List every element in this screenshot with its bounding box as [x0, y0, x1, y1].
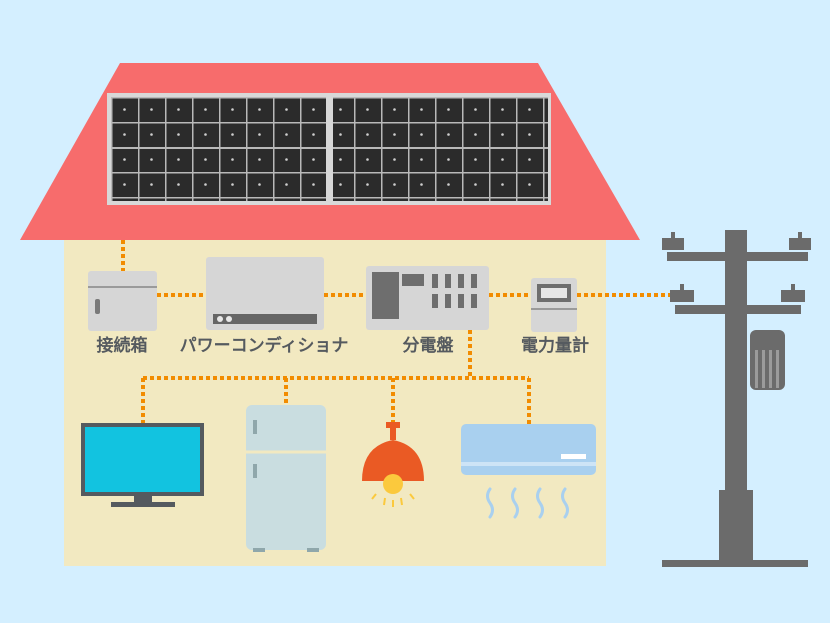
power-meter-icon	[531, 278, 577, 332]
distribution-board-label: 分電盤	[402, 336, 454, 356]
tv-icon	[81, 423, 204, 507]
air-conditioner-icon	[461, 424, 596, 519]
junction-box-icon	[88, 271, 157, 331]
junction-box-label: 接続箱	[96, 336, 148, 356]
lamp-icon	[362, 422, 424, 507]
utility-pole-icon	[662, 230, 811, 567]
distribution-board-icon	[366, 266, 489, 330]
power-conditioner-icon	[206, 257, 324, 330]
wiring	[121, 240, 675, 426]
power-meter-label: 電力量計	[521, 336, 589, 356]
solar-panel-icon	[107, 93, 551, 205]
refrigerator-icon	[246, 405, 326, 552]
power-conditioner-label: パワーコンディショナ	[179, 336, 349, 356]
